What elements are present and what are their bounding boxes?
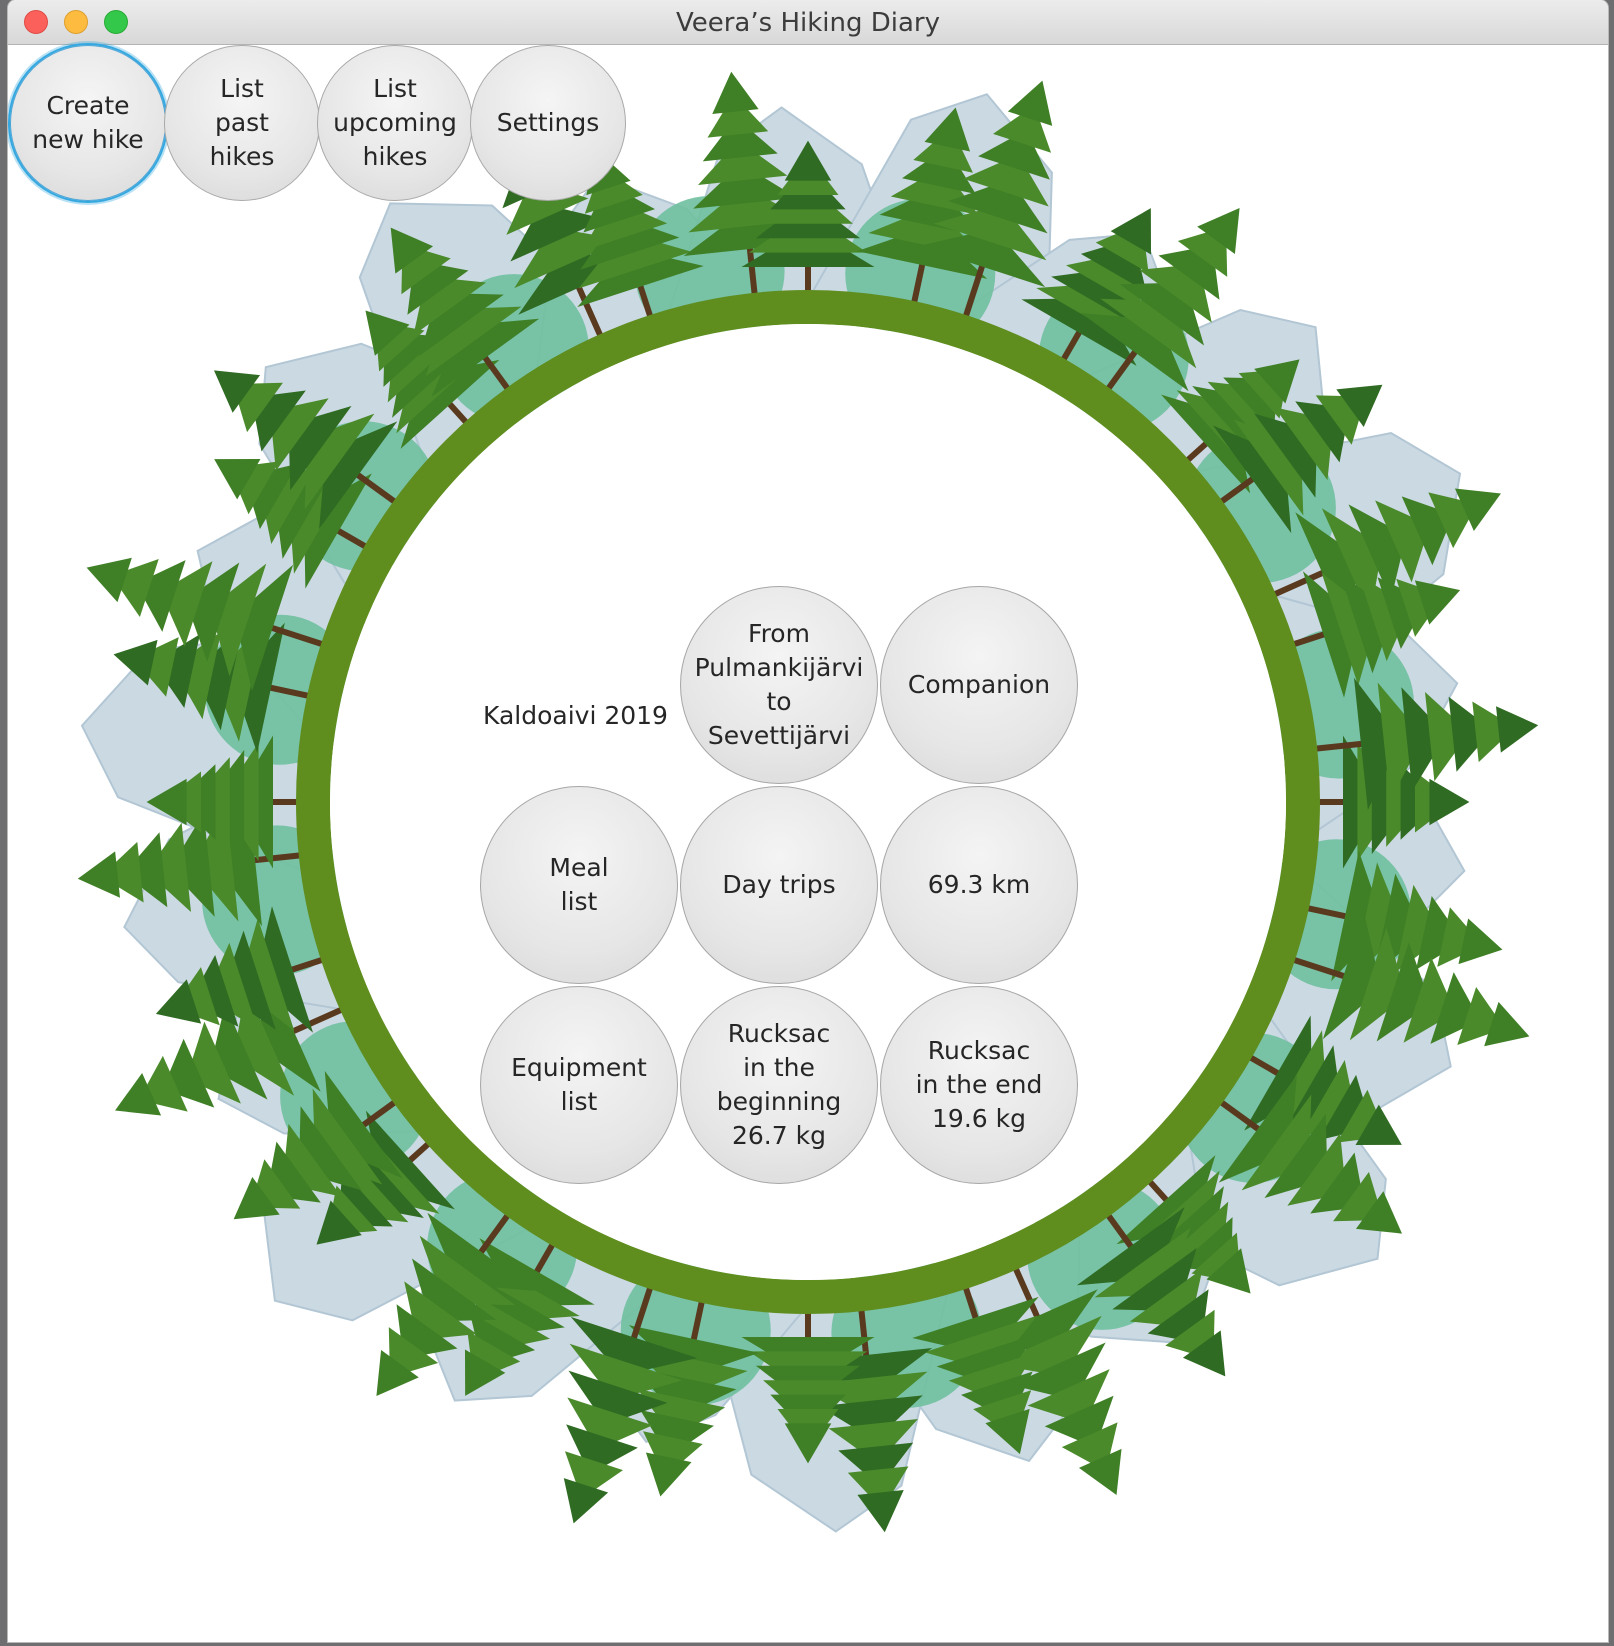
pine-tree (563, 1276, 698, 1524)
trees-decoration (77, 71, 1539, 1533)
pine-tree (918, 80, 1053, 328)
app-window: Veera’s Hiking Diary Create new hike Lis… (8, 0, 1608, 1642)
meal-list-button[interactable]: Meal list (480, 786, 678, 984)
pine-tree (1282, 912, 1530, 1047)
pine-tree (741, 1302, 875, 1464)
pine-tree (316, 1110, 455, 1245)
route-button[interactable]: From Pulmankijärvi to Sevettijärvi (680, 586, 878, 784)
pine-tree (577, 149, 704, 328)
pine-tree (1239, 1015, 1402, 1146)
close-window-button[interactable] (24, 10, 48, 34)
list-upcoming-hikes-button[interactable]: List upcoming hikes (317, 45, 473, 201)
rucksack-start-weight-button[interactable]: Rucksac in the beginning 26.7 kg (680, 986, 878, 1184)
maximize-window-button[interactable] (104, 10, 128, 34)
rucksack-end-weight-button[interactable]: Rucksac in the end 19.6 kg (880, 986, 1078, 1184)
list-past-hikes-button[interactable]: List past hikes (164, 45, 320, 201)
main-content: Create new hike List past hikes List upc… (8, 45, 1608, 1642)
pine-tree (741, 140, 875, 302)
pine-tree (390, 227, 540, 400)
pine-tree (1210, 1075, 1403, 1234)
equipment-list-button[interactable]: Equipment list (480, 986, 678, 1184)
day-trips-button[interactable]: Day trips (680, 786, 878, 984)
pine-tree (146, 735, 308, 869)
pine-tree (1282, 571, 1461, 698)
pine-tree (376, 1204, 535, 1397)
hike-name-label: Kaldoaivi 2019 (483, 701, 668, 730)
pine-tree (233, 1070, 406, 1220)
pine-tree (1304, 677, 1539, 811)
title-bar[interactable]: Veera’s Hiking Diary (8, 0, 1608, 45)
pine-tree (912, 1276, 1039, 1455)
minimize-window-button[interactable] (64, 10, 88, 34)
forest-ring-illustration (77, 71, 1539, 1533)
pine-tree (155, 906, 334, 1033)
pine-tree (86, 557, 334, 692)
create-new-hike-button[interactable]: Create new hike (10, 45, 166, 201)
pine-tree (213, 370, 406, 529)
pine-tree (1081, 207, 1240, 400)
pine-tree (1076, 1204, 1226, 1377)
companion-button[interactable]: Companion (880, 586, 1078, 784)
distance-button[interactable]: 69.3 km (880, 786, 1078, 984)
green-ring (296, 290, 1320, 1314)
settings-button[interactable]: Settings (470, 45, 626, 201)
pine-tree (1210, 384, 1383, 534)
window-title: Veera’s Hiking Diary (675, 8, 940, 38)
